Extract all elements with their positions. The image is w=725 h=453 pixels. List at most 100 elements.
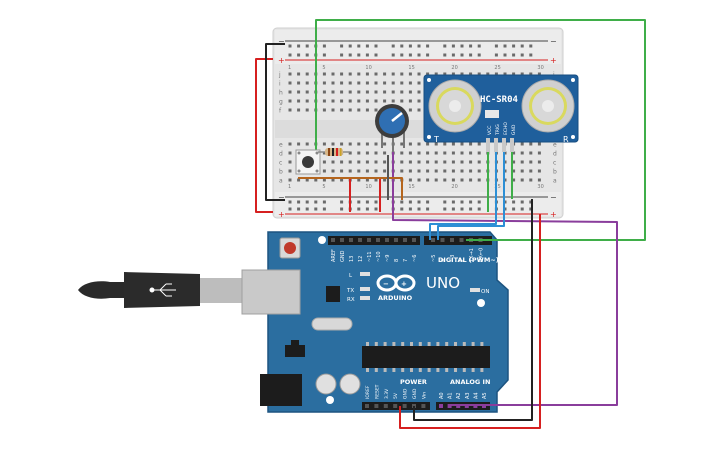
chip-pin: [374, 368, 378, 372]
breadboard-hole: [288, 151, 292, 155]
chip-pin: [410, 342, 413, 346]
power-pin-label: Vin: [421, 392, 427, 399]
breadboard-hole: [520, 169, 524, 173]
breadboard-hole: [383, 72, 387, 76]
breadboard-hole: [417, 142, 421, 146]
header-pin[interactable]: [365, 404, 369, 408]
chip-pin: [374, 342, 378, 346]
rail-hole: [469, 53, 473, 57]
breadboard-hole: [331, 178, 335, 182]
breadboard-hole: [374, 142, 378, 146]
header-pin[interactable]: [421, 404, 426, 408]
header-pin[interactable]: [450, 238, 454, 242]
breadboard-hole: [408, 151, 412, 155]
digital-pin-label: TX→1: [469, 248, 475, 263]
breadboard-hole: [365, 160, 369, 164]
led-l: [360, 272, 370, 276]
breadboard-hole: [426, 178, 430, 182]
breadboard-hole: [365, 169, 369, 173]
sensor-receiver: [521, 79, 575, 133]
board-brand-label: ARDUINO: [378, 294, 413, 302]
header-pin[interactable]: [402, 404, 407, 408]
led-on-label: ON: [481, 289, 489, 295]
rail-hole: [520, 207, 524, 211]
breadboard-hole: [512, 72, 516, 76]
rail-hole: [443, 44, 447, 48]
digital-pin-label: GND: [340, 250, 346, 262]
breadboard-hole: [443, 160, 447, 164]
header-pin[interactable]: [439, 404, 443, 408]
header-pin[interactable]: [431, 238, 435, 242]
header-pin[interactable]: [394, 238, 398, 242]
push-button[interactable]: [295, 149, 321, 175]
breadboard-hole: [331, 72, 335, 76]
header-pin[interactable]: [459, 238, 464, 242]
row-letter: c: [553, 160, 556, 167]
rail-hole: [408, 200, 412, 204]
breadboard-hole: [443, 142, 447, 146]
breadboard-hole: [357, 178, 361, 182]
header-pin[interactable]: [393, 404, 398, 408]
header-pin[interactable]: [331, 238, 335, 242]
potentiometer[interactable]: [375, 104, 409, 152]
voltage-regulator: [285, 345, 305, 357]
breadboard-hole: [288, 72, 292, 76]
breadboard-hole: [357, 90, 361, 94]
digital-pin-label: 13: [349, 256, 355, 262]
column-number: 20: [451, 65, 457, 71]
sensor-side-right-label: R: [563, 135, 569, 144]
breadboard-hole: [374, 90, 378, 94]
breadboard-hole: [374, 72, 378, 76]
header-pin[interactable]: [376, 238, 380, 242]
reset-button-cap[interactable]: [284, 242, 296, 254]
sensor-side-left-label: T: [433, 135, 439, 144]
rail-hole: [305, 200, 309, 204]
breadboard-hole: [408, 90, 412, 94]
breadboard-hole: [305, 90, 309, 94]
breadboard-hole: [322, 99, 326, 103]
breadboard-hole: [400, 142, 404, 146]
header-pin[interactable]: [412, 238, 416, 242]
breadboard-hole: [357, 99, 361, 103]
header-pin[interactable]: [440, 238, 445, 242]
wire-blue-echo: [437, 150, 505, 240]
header-pin[interactable]: [383, 404, 388, 408]
header-pin[interactable]: [403, 238, 407, 242]
rail-hole: [469, 44, 473, 48]
breadboard-hole: [348, 81, 352, 85]
digital-header-left: [328, 236, 420, 245]
header-pin[interactable]: [385, 238, 389, 242]
rail-hole: [297, 207, 301, 211]
breadboard-hole: [365, 99, 369, 103]
rail-minus-mark: −: [550, 37, 557, 46]
voltage-regulator-tab: [291, 340, 299, 345]
chip-pin: [436, 342, 440, 346]
header-pin[interactable]: [349, 238, 353, 242]
row-letter: i: [279, 81, 281, 88]
chip-pin: [480, 342, 484, 346]
header-pin[interactable]: [358, 238, 362, 242]
rail-hole: [288, 44, 292, 48]
breadboard-hole: [443, 178, 447, 182]
rail-hole: [400, 53, 404, 57]
header-pin[interactable]: [367, 238, 371, 242]
bottom-power-rail: [275, 192, 561, 216]
breadboard-hole: [520, 151, 524, 155]
column-number: 20: [451, 184, 457, 190]
chip-pin: [383, 368, 387, 372]
button-cap[interactable]: [302, 156, 314, 168]
rail-hole: [426, 207, 430, 211]
breadboard-hole: [443, 169, 447, 173]
header-pin[interactable]: [447, 404, 452, 408]
header-pin[interactable]: [340, 238, 344, 242]
breadboard-hole: [322, 108, 326, 112]
header-pin[interactable]: [374, 404, 379, 408]
rail-hole: [477, 200, 481, 204]
svg-text:−: −: [383, 280, 389, 288]
breadboard-hole: [469, 178, 473, 182]
rail-hole: [529, 200, 533, 204]
chip-pin: [480, 368, 484, 372]
column-number: 5: [322, 65, 325, 71]
rail-hole: [365, 207, 369, 211]
